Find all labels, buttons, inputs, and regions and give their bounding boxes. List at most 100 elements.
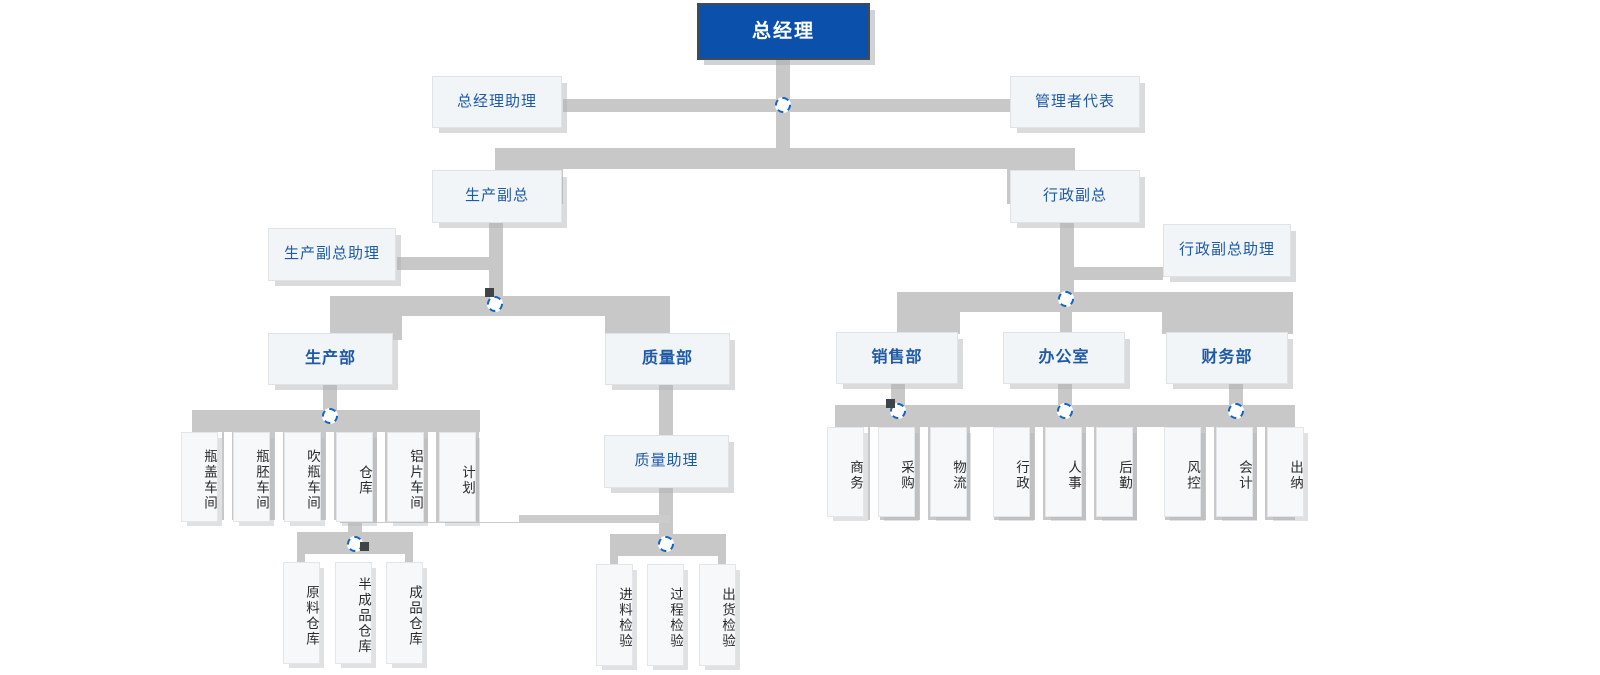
leaf-node[interactable]: 铝片车间: [387, 432, 424, 522]
cut-r4: [1035, 427, 1043, 522]
node-general-manager[interactable]: 总经理: [697, 3, 870, 60]
connection-handle[interactable]: [775, 97, 791, 113]
node-label: 总经理助理: [456, 92, 537, 110]
node-admin-vp-assistant[interactable]: 行政副总助理: [1163, 224, 1291, 277]
node-gm-assistant[interactable]: 总经理助理: [432, 76, 562, 128]
node-label: 行政副总助理: [1178, 241, 1275, 259]
leaf-node[interactable]: 半成品仓库: [335, 562, 372, 664]
leaf-label: 铝片车间: [408, 449, 423, 511]
node-department-production[interactable]: 生产部: [268, 333, 393, 385]
leaf-node[interactable]: 瓶胚车间: [233, 432, 270, 522]
node-management-representative[interactable]: 管理者代表: [1010, 76, 1140, 128]
node-label: 管理者代表: [1034, 92, 1115, 110]
leaf-label: 商务: [848, 459, 863, 491]
leaf-label: 风控: [1185, 459, 1200, 491]
leaf-label: 半成品仓库: [356, 577, 371, 655]
connector-left-dept-cutout: [402, 316, 605, 340]
cut-r5: [1086, 427, 1094, 522]
connection-handle[interactable]: [487, 296, 503, 312]
connection-handle[interactable]: [1228, 403, 1244, 419]
connector-right-dept-cutout-1: [960, 312, 1060, 334]
leaf-label: 人事: [1066, 459, 1081, 491]
leaf-label: 成品仓库: [407, 585, 422, 647]
node-label: 生产部: [304, 350, 356, 367]
leaf-node[interactable]: 商务: [827, 427, 864, 517]
leaf-label: 原料仓库: [304, 585, 319, 647]
leaf-label: 采购: [899, 459, 914, 491]
leaf-label: 瓶胚车间: [254, 449, 269, 511]
node-label: 质量部: [641, 350, 693, 367]
connector-root-stem: [776, 60, 790, 105]
node-admin-vp[interactable]: 行政副总: [1010, 170, 1140, 223]
leaf-node[interactable]: 采购: [878, 427, 915, 517]
leaf-node[interactable]: 过程检验: [647, 564, 684, 666]
leaf-node[interactable]: 物流: [930, 427, 967, 517]
node-production-vp-assistant[interactable]: 生产副总助理: [268, 228, 396, 281]
selection-square-handle[interactable]: [360, 542, 369, 551]
leaf-node[interactable]: 原料仓库: [283, 562, 320, 664]
leaf-label: 仓库: [357, 464, 372, 496]
selection-square-handle[interactable]: [886, 399, 895, 408]
leaf-node-warehouse[interactable]: 仓库: [336, 432, 373, 522]
cut-l5: [428, 432, 436, 522]
leaf-node[interactable]: 成品仓库: [386, 562, 423, 664]
connector-warehouse-drop-right: [405, 532, 413, 562]
cut-l4: [377, 432, 385, 522]
leaf-label: 出货检验: [720, 587, 735, 649]
cut-r2: [920, 427, 928, 522]
connection-handle[interactable]: [658, 536, 674, 552]
cut-r3: [970, 427, 994, 522]
leaf-node[interactable]: 出纳: [1267, 427, 1304, 517]
node-department-sales[interactable]: 销售部: [836, 332, 958, 384]
leaf-node[interactable]: 人事: [1045, 427, 1082, 517]
leaf-node[interactable]: 后勤: [1096, 427, 1133, 517]
leaf-node[interactable]: 吹瓶车间: [284, 432, 321, 522]
cut-r6: [1137, 427, 1165, 522]
node-label: 总经理: [751, 20, 815, 42]
cut-l6: [479, 432, 519, 522]
connector-warehouse-drop-left: [297, 532, 305, 562]
node-label: 生产副总助理: [283, 245, 380, 263]
node-label: 生产副总: [464, 187, 529, 205]
leaf-node[interactable]: 会计: [1216, 427, 1253, 517]
node-quality-assistant[interactable]: 质量助理: [604, 435, 729, 488]
connector-admin-vp-stem: [1060, 223, 1074, 301]
cut-l2: [275, 432, 283, 522]
leaf-label: 进料检验: [617, 587, 632, 649]
node-production-vp[interactable]: 生产副总: [432, 170, 562, 223]
leaf-label: 出纳: [1288, 459, 1303, 491]
connector-root-to-vp-stem: [776, 110, 790, 150]
leaf-label: 物流: [951, 459, 966, 491]
node-label: 质量助理: [634, 452, 699, 470]
connection-handle[interactable]: [1057, 403, 1073, 419]
node-label: 行政副总: [1042, 187, 1107, 205]
connection-handle[interactable]: [1058, 291, 1074, 307]
leaf-label: 行政: [1014, 459, 1029, 491]
node-department-finance[interactable]: 财务部: [1166, 332, 1288, 384]
connector-prod-vp-stem: [489, 223, 503, 305]
node-label: 销售部: [871, 349, 923, 366]
node-label: 办公室: [1038, 349, 1090, 366]
leaf-label: 瓶盖车间: [202, 449, 217, 511]
connector-right-dept-cutout-2: [1072, 312, 1162, 334]
cut-l3: [326, 432, 334, 522]
node-label: 财务部: [1201, 349, 1253, 366]
connector-quality-assistant-stem: [659, 488, 673, 536]
leaf-node[interactable]: 行政: [993, 427, 1030, 517]
connector-quality-drop-right: [718, 534, 726, 564]
connector-admin-vp-assistant-bar: [1068, 267, 1163, 280]
leaf-node[interactable]: 风控: [1164, 427, 1201, 517]
selection-square-handle[interactable]: [485, 288, 494, 297]
leaf-node[interactable]: 瓶盖车间: [181, 432, 218, 522]
leaf-label: 过程检验: [668, 587, 683, 649]
cut-l1: [224, 432, 232, 522]
connection-handle[interactable]: [322, 408, 338, 424]
node-department-office[interactable]: 办公室: [1003, 332, 1125, 384]
node-department-quality[interactable]: 质量部: [605, 333, 730, 385]
connector-vp-bracket-cutout: [563, 169, 1007, 204]
leaf-node[interactable]: 出货检验: [699, 564, 736, 666]
connector-quality-dept-stem: [659, 385, 673, 435]
leaf-label: 会计: [1237, 459, 1252, 491]
leaf-node[interactable]: 进料检验: [596, 564, 633, 666]
leaf-node[interactable]: 计划: [439, 432, 476, 522]
